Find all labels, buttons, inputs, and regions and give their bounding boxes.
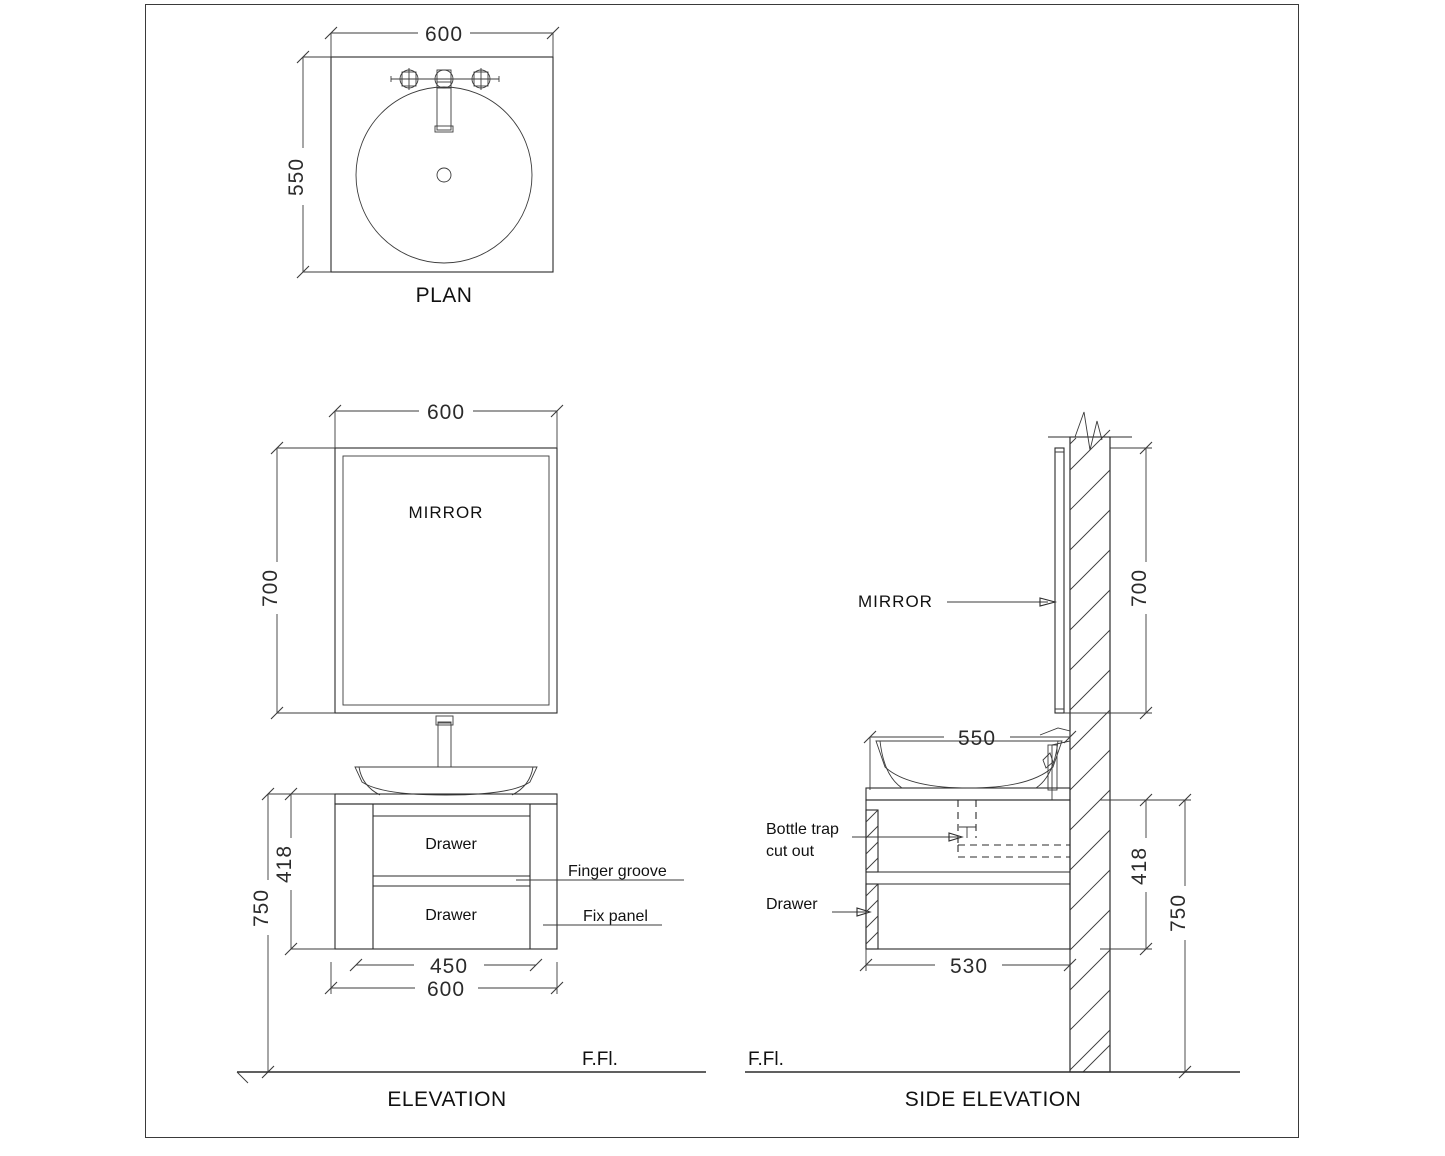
elevation-cabinet-height-dim: 418 xyxy=(273,845,296,883)
side-mirror-height-dim: 700 xyxy=(1128,569,1151,607)
front-elevation-view: MIRROR Drawer Drawer Finger gro xyxy=(236,401,706,1111)
elevation-finger-groove-label: Finger groove xyxy=(568,863,667,880)
elevation-drawer-lower-label: Drawer xyxy=(425,907,477,924)
side-drawer-label: Drawer xyxy=(766,896,818,913)
elevation-width-dim: 600 xyxy=(427,401,465,424)
side-bottle-trap-label2: cut out xyxy=(766,843,815,860)
elevation-mirror-label: MIRROR xyxy=(409,503,484,522)
side-ffl-label: F.Fl. xyxy=(748,1049,784,1070)
side-elevation-title: SIDE ELEVATION xyxy=(905,1088,1082,1111)
sheet-border xyxy=(145,4,1299,1138)
side-counter-depth-dim: 550 xyxy=(958,727,996,750)
elevation-title: ELEVATION xyxy=(387,1088,506,1111)
plan-depth-dim: 550 xyxy=(285,158,308,196)
side-elevation-view: MIRROR xyxy=(745,411,1240,1111)
elevation-mirror-height-dim: 700 xyxy=(259,569,282,607)
side-cabinet-height-dim: 418 xyxy=(1128,847,1151,885)
plan-view: 600 550 PLAN xyxy=(285,23,560,307)
elevation-overall-width-dim: 600 xyxy=(427,978,465,1001)
elevation-drawer-upper-label: Drawer xyxy=(425,836,477,853)
side-mirror-label: MIRROR xyxy=(858,592,933,611)
side-total-height-dim: 750 xyxy=(1167,894,1190,932)
plan-width-dim: 600 xyxy=(425,23,463,46)
elevation-fix-panel-label: Fix panel xyxy=(583,908,648,925)
side-bottle-trap-label: Bottle trap xyxy=(766,821,839,838)
elevation-drawer-width-dim: 450 xyxy=(430,955,468,978)
elevation-ffl-label: F.Fl. xyxy=(582,1049,618,1070)
side-cabinet-depth-dim: 530 xyxy=(950,955,988,978)
plan-title: PLAN xyxy=(416,284,473,307)
elevation-total-height-dim: 750 xyxy=(250,889,273,927)
